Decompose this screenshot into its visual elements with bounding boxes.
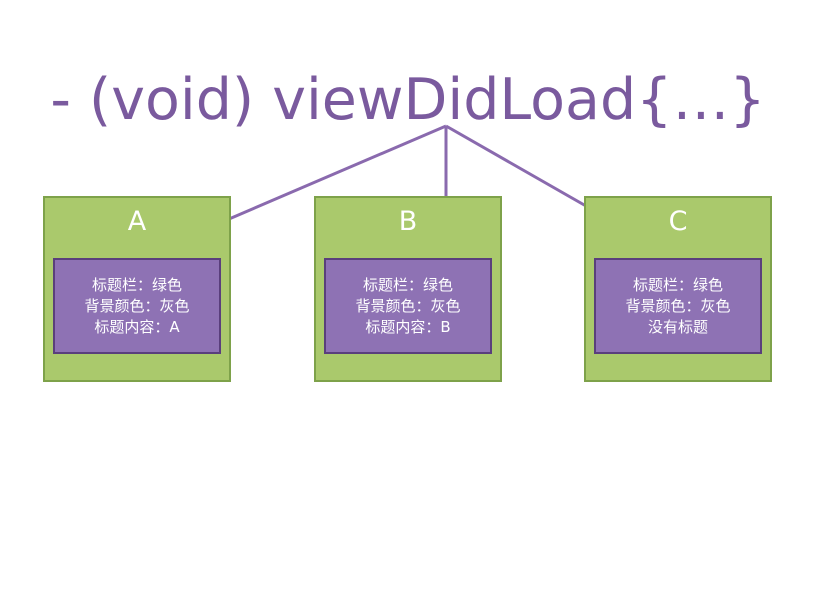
box-a: A 标题栏：绿色 背景颜色：灰色 标题内容：A bbox=[43, 196, 231, 382]
box-c-label: C bbox=[668, 206, 688, 237]
box-a-line-1: 标题栏：绿色 bbox=[91, 275, 182, 294]
box-a-label: A bbox=[127, 206, 147, 237]
box-c: C 标题栏：绿色 背景颜色：灰色 没有标题 bbox=[584, 196, 772, 382]
box-b-label: B bbox=[398, 206, 418, 237]
box-b-line-1: 标题栏：绿色 bbox=[362, 275, 453, 294]
box-b-content: 标题栏：绿色 背景颜色：灰色 标题内容：B bbox=[324, 258, 492, 354]
slide-title: - (void) viewDidLoad{…} bbox=[50, 67, 766, 133]
box-a-content: 标题栏：绿色 背景颜色：灰色 标题内容：A bbox=[53, 258, 221, 354]
box-c-line-1: 标题栏：绿色 bbox=[632, 275, 723, 294]
box-b: B 标题栏：绿色 背景颜色：灰色 标题内容：B bbox=[314, 196, 502, 382]
box-c-line-2: 背景颜色：灰色 bbox=[625, 296, 731, 315]
box-c-content: 标题栏：绿色 背景颜色：灰色 没有标题 bbox=[594, 258, 762, 354]
box-b-line-3: 标题内容：B bbox=[365, 317, 451, 336]
box-a-line-2: 背景颜色：灰色 bbox=[84, 296, 190, 315]
box-c-line-3: 没有标题 bbox=[647, 317, 708, 336]
box-a-line-3: 标题内容：A bbox=[94, 317, 180, 336]
box-b-line-2: 背景颜色：灰色 bbox=[355, 296, 461, 315]
